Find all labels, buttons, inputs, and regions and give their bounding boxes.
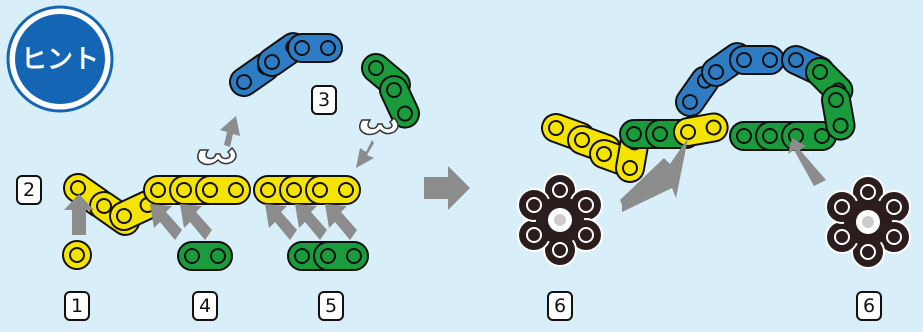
label-6a: 6 [554,295,566,317]
label-box-3: 3 [311,85,337,115]
r-blue-c [729,45,785,75]
label-box-6b: 6 [856,291,882,321]
green-link-triple-b [313,241,369,271]
top-chain [223,26,425,134]
label-3: 3 [318,89,330,111]
blue-link-c [287,33,343,63]
arrow-5c [325,204,357,240]
left-chain [57,167,369,271]
label-5: 5 [325,295,337,317]
single-yellow-link [62,240,92,270]
label-box-6a: 6 [547,291,573,321]
hint-badge-text: ヒント [21,45,99,75]
arrows-right [620,138,826,212]
green-link-top-b [374,70,425,134]
label-box-5: 5 [318,291,344,321]
label-box-4: 4 [192,291,218,321]
yellow-link-f [195,175,251,205]
arrow-5a [265,204,297,240]
sprocket-left [517,173,603,267]
arrow-sprocket-left [620,138,688,212]
label-2: 2 [23,179,35,201]
big-arrow [424,166,470,210]
r-yellow-e [670,110,731,150]
arrow-up-1 [64,194,94,235]
hint-badge: ヒント [6,5,114,113]
arrow-5b [295,204,327,240]
clip-icon-right [359,116,399,136]
label-4: 4 [199,295,211,317]
label-box-2: 2 [16,175,42,205]
label-1: 1 [71,295,83,317]
arrows-left [64,116,374,240]
arrow-4b [180,204,212,240]
arrow-4a [150,204,182,240]
yellow-link-i [305,175,361,205]
arrow-sprocket-right [788,138,826,186]
arrow-to-top-left [220,116,240,147]
label-box-1: 1 [64,291,90,321]
clip-icon-left [197,146,237,166]
label-6b: 6 [863,295,875,317]
green-link-pair [177,241,233,271]
sprocket-right [825,175,911,269]
arrow-to-top-right [356,140,374,168]
